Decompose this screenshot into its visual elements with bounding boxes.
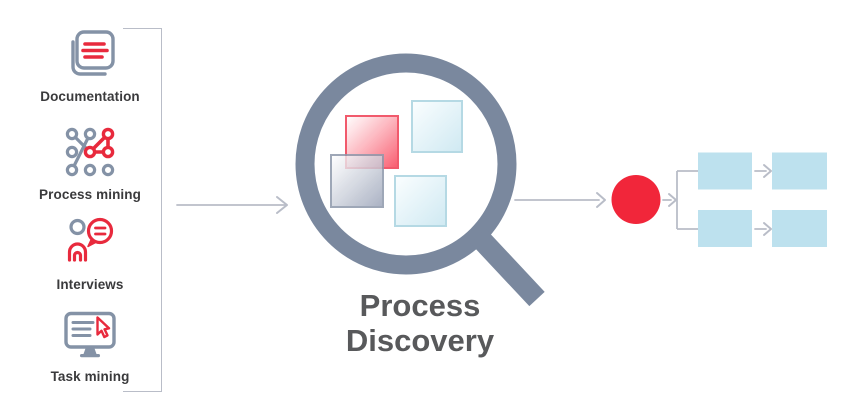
source-item-task-mining: Task mining xyxy=(18,306,162,384)
source-label: Interviews xyxy=(56,277,124,292)
source-label: Process mining xyxy=(39,187,141,202)
interview-icon xyxy=(67,217,114,262)
monitor-cursor-icon xyxy=(64,311,116,358)
fragment-square-blue-top xyxy=(411,100,463,153)
process-network-icon xyxy=(65,127,115,177)
group-bracket xyxy=(123,28,162,392)
magnifier-illustration xyxy=(295,53,545,307)
branch-connector-lines xyxy=(676,170,698,230)
arrow-sources-to-discovery xyxy=(176,196,288,214)
source-item-interviews: Interviews xyxy=(18,214,162,292)
magnifier-handle xyxy=(470,228,545,307)
process-box-top-1 xyxy=(698,152,752,190)
process-box-top-2 xyxy=(772,152,827,190)
fragment-square-gray xyxy=(330,154,384,208)
start-node-red-circle xyxy=(611,175,661,224)
arrow-start-to-branch xyxy=(662,193,677,207)
source-item-documentation: Documentation xyxy=(18,28,162,104)
document-icon xyxy=(71,30,115,76)
title-line-2: Discovery xyxy=(345,323,495,358)
arrow-discovery-to-model xyxy=(514,192,606,208)
process-fragment-squares xyxy=(330,100,463,227)
arrow-top-row xyxy=(754,164,772,178)
fragment-square-blue-bottom xyxy=(394,175,447,227)
source-item-process-mining: Process mining xyxy=(18,124,162,202)
source-label: Documentation xyxy=(40,89,140,104)
discovered-process-map xyxy=(514,152,827,247)
source-label: Task mining xyxy=(50,369,130,384)
title-line-1: Process xyxy=(359,288,481,323)
process-box-bottom-2 xyxy=(772,210,827,247)
diagram-title: Process Discovery xyxy=(305,288,535,358)
arrow-bottom-row xyxy=(754,222,772,236)
process-box-bottom-1 xyxy=(698,210,752,247)
